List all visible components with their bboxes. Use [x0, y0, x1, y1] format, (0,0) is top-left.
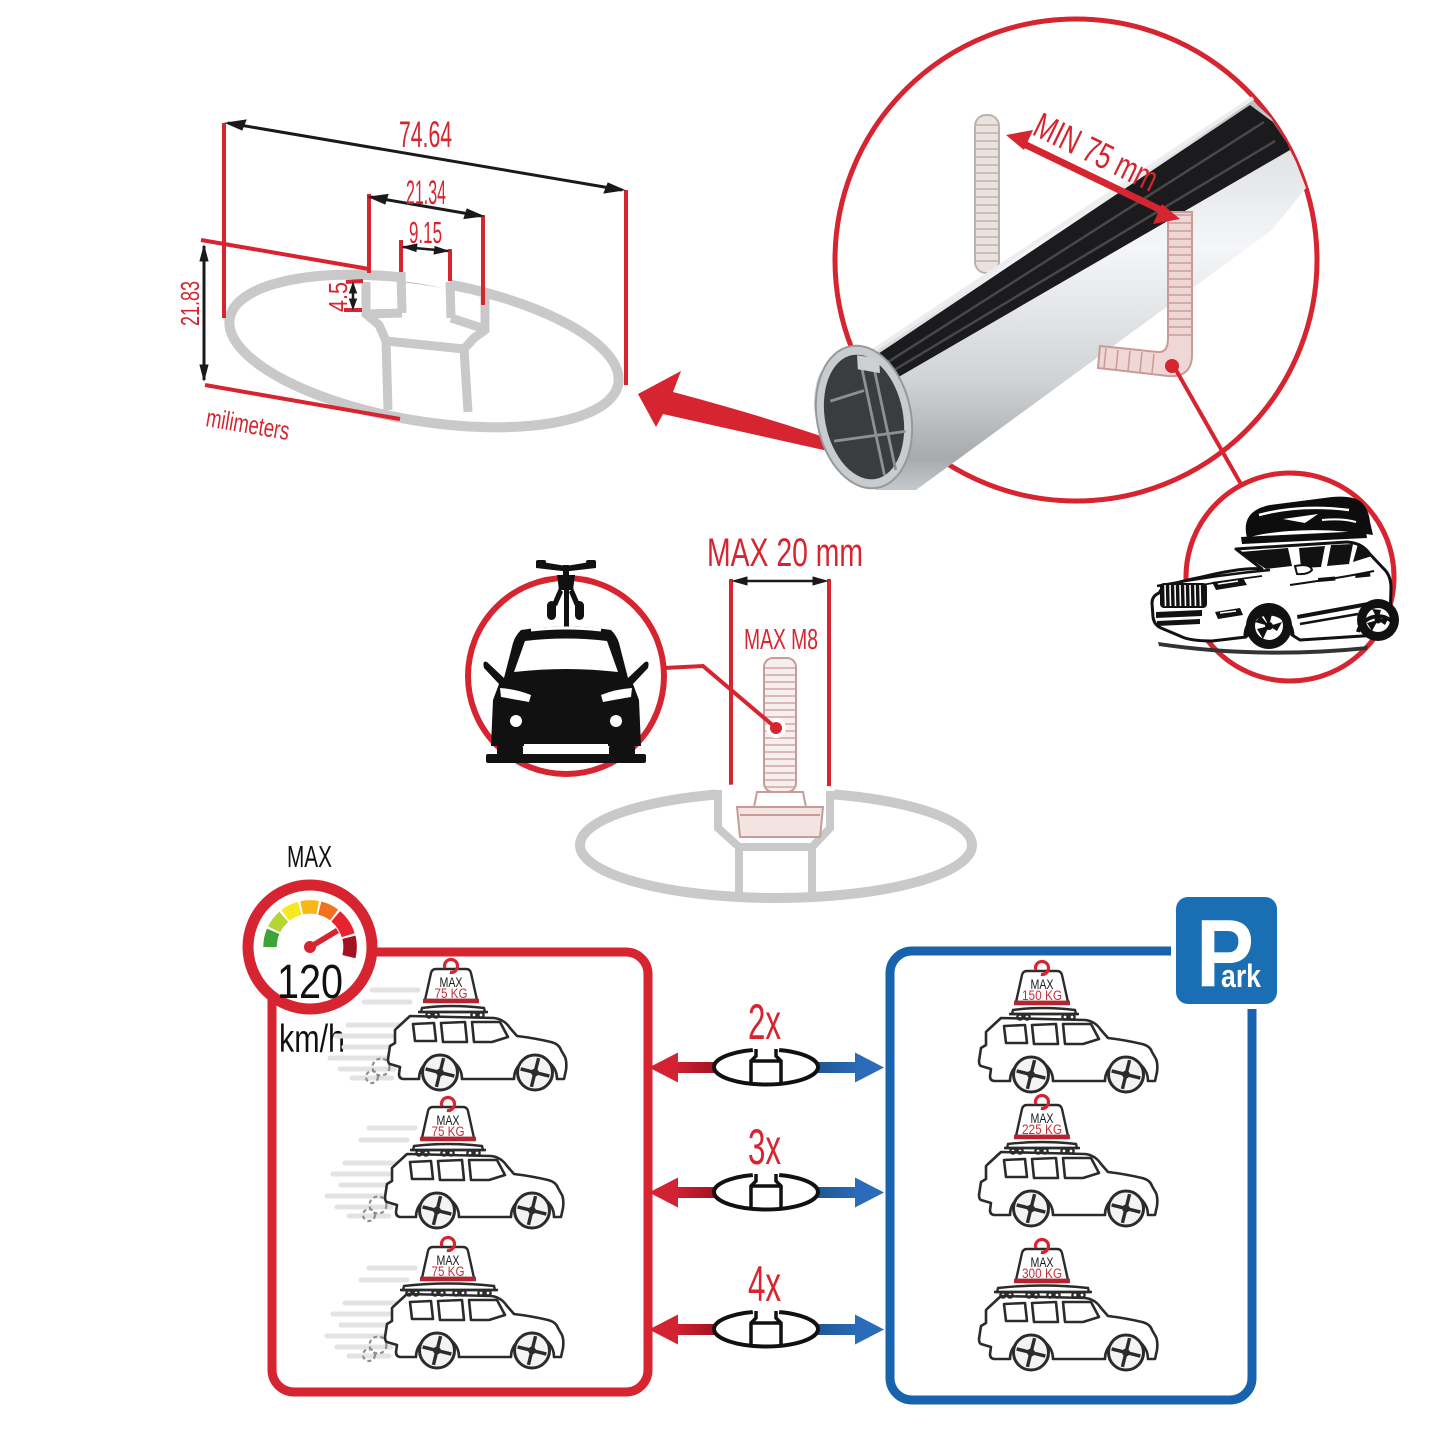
svg-text:4x: 4x: [748, 1256, 781, 1312]
svg-text:MAX M8: MAX M8: [744, 624, 818, 656]
svg-text:MAX: MAX: [1031, 1111, 1054, 1126]
svg-text:MAX: MAX: [437, 1113, 460, 1128]
svg-text:MAX 20 mm: MAX 20 mm: [707, 531, 863, 575]
svg-text:3x: 3x: [748, 1119, 781, 1175]
svg-text:MAX: MAX: [440, 975, 463, 990]
svg-text:120: 120: [277, 956, 343, 1009]
svg-text:ark: ark: [1221, 958, 1261, 994]
svg-text:9.15: 9.15: [409, 215, 442, 250]
svg-text:P: P: [1196, 900, 1254, 1007]
svg-text:km/h: km/h: [279, 1018, 345, 1061]
svg-text:75 KG: 75 KG: [432, 1264, 465, 1279]
svg-text:2x: 2x: [748, 994, 781, 1050]
svg-text:150 KG: 150 KG: [1022, 988, 1062, 1003]
svg-text:21.83: 21.83: [175, 281, 205, 326]
svg-text:MAX: MAX: [1031, 1255, 1054, 1270]
svg-text:MAX: MAX: [287, 839, 332, 874]
svg-text:milimeters: milimeters: [204, 402, 292, 446]
svg-text:MAX: MAX: [1031, 977, 1054, 992]
svg-text:75 KG: 75 KG: [435, 986, 468, 1001]
svg-text:4.5: 4.5: [323, 282, 353, 312]
svg-text:21.34: 21.34: [406, 174, 446, 212]
svg-text:75 KG: 75 KG: [432, 1124, 465, 1139]
svg-text:74.64: 74.64: [399, 114, 452, 155]
svg-text:300 KG: 300 KG: [1022, 1266, 1062, 1281]
svg-text:225 KG: 225 KG: [1022, 1122, 1062, 1137]
svg-text:MAX: MAX: [437, 1253, 460, 1268]
